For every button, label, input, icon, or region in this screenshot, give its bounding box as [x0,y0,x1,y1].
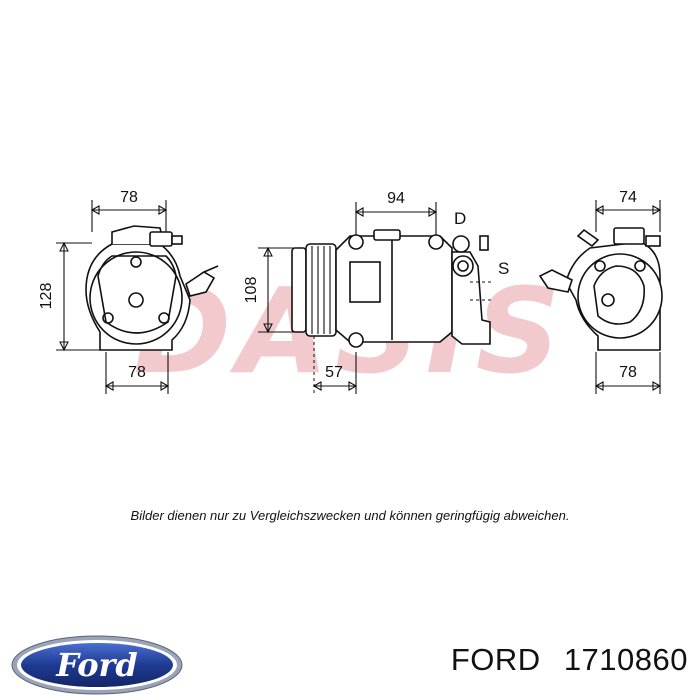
dimension-middle-top: 94 [387,190,405,207]
compressor-front-view: 78 128 78 [38,189,219,394]
part-brand: FORD [450,642,541,677]
dimension-left-top: 78 [120,189,138,206]
discharge-port-label: D [454,209,466,228]
dimension-left-height: 128 [38,283,55,310]
ford-logo: Ford [11,635,183,695]
dimension-middle-bottom: 57 [325,364,343,381]
part-identifier: FORD 1710860 [451,642,688,678]
dimension-right-bottom: 78 [619,364,637,381]
compressor-side-view: 94 108 D S [243,190,509,394]
compressor-rear-view: 74 78 [538,189,663,394]
compressor-technical-drawing: DASIS 78 128 78 [38,189,663,400]
dimension-left-bottom: 78 [128,364,146,381]
dimension-right-top: 74 [619,189,637,206]
dimension-middle-height: 108 [243,277,260,304]
disclaimer-text: Bilder dienen nur zu Vergleichszwecken u… [130,508,570,523]
part-number: 1710860 [563,642,688,677]
ford-logo-lettering: Ford [55,646,138,684]
suction-port-label: S [498,259,509,278]
